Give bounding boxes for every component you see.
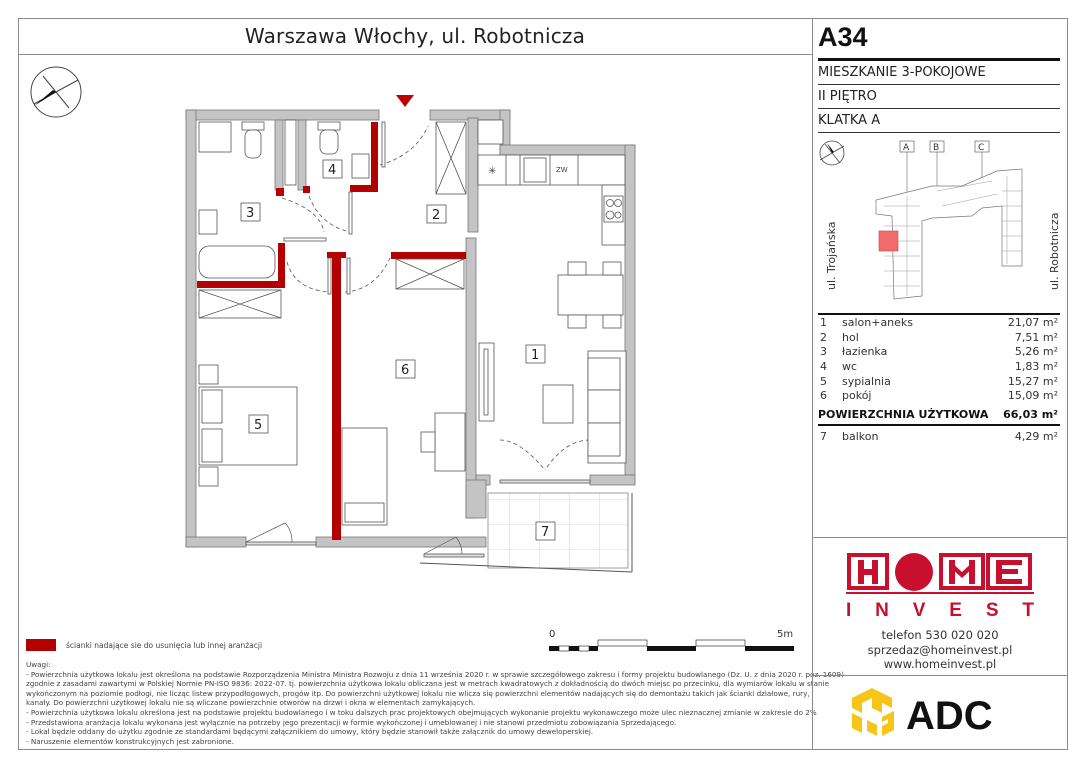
svg-text:C: C	[978, 143, 984, 153]
legend: ścianki nadające sie do usunięcia lub in…	[26, 639, 262, 651]
website-link[interactable]: www.homeinvest.pl	[883, 657, 997, 671]
scale-bar	[549, 639, 794, 652]
svg-text:2: 2	[432, 208, 440, 223]
note-line: - Przedstawiona aranżacja lokalu wykonan…	[26, 717, 677, 727]
contact-block: telefon 530 020 020 sprzedaz@homeinvest.…	[812, 628, 1068, 672]
home-invest-logo: I N V E S T	[846, 553, 1034, 621]
adc-logo: ADC	[852, 688, 993, 738]
entrance-marker-icon	[396, 95, 414, 107]
note-line: - Powierzchnia użytkowa lokalu określona…	[26, 707, 817, 717]
scale-end-label: 5m	[777, 629, 794, 640]
svg-text:ZW: ZW	[556, 166, 568, 174]
apartment-floor: II PIĘTRO	[818, 85, 1060, 109]
mini-compass-icon	[819, 140, 845, 166]
site-plan: A B C	[819, 140, 1023, 300]
divider	[818, 313, 1060, 315]
legend-text: ścianki nadające sie do usunięcia lub in…	[66, 640, 263, 650]
notes: Uwagi: - Powierzchnia użytkowa lokalu je…	[26, 660, 844, 746]
info-panel	[812, 18, 1068, 750]
header: Warszawa Włochy, ul. Robotnicza	[18, 18, 812, 55]
sheet-frame	[18, 18, 1068, 750]
note-line: - Lokal będzie oddany do użytku zgodnie …	[26, 727, 594, 737]
divider	[818, 58, 1060, 61]
removable-wall-swatch	[26, 639, 56, 651]
svg-text:1: 1	[531, 348, 539, 363]
street-right-label: ul. Robotnicza	[1048, 212, 1061, 290]
floor-plan: ✳ ZW 1 2	[185, 95, 636, 573]
apartment-type: MIESZKANIE 3-POKOJOWE	[818, 61, 1060, 85]
svg-text:7: 7	[541, 525, 549, 540]
svg-text:✳: ✳	[488, 166, 496, 177]
apartment-staircase: KLATKA A	[818, 109, 1060, 133]
note-line: - Naruszenie elementów konstrukcyjnych j…	[26, 736, 234, 746]
svg-text:4: 4	[328, 163, 336, 178]
svg-text:3: 3	[246, 206, 254, 221]
divider	[812, 537, 1068, 538]
note-line: - Powierzchnia użytkowa lokalu jest okre…	[26, 669, 844, 679]
note-line: zgodnie z zasadami zawartymi w Polskiej …	[26, 679, 829, 689]
email-link[interactable]: sprzedaz@homeinvest.pl	[867, 642, 1013, 657]
divider	[812, 675, 1068, 676]
svg-text:B: B	[933, 143, 939, 153]
notes-title: Uwagi:	[26, 660, 51, 669]
north-arrow-icon	[30, 66, 82, 118]
svg-text:I N V E S T: I N V E S T	[846, 600, 1034, 621]
apartment-location-highlight	[878, 230, 899, 252]
apartment-code: A34	[818, 22, 868, 52]
phone: telefon 530 020 020	[881, 628, 999, 642]
scale-start-label: 0	[549, 629, 556, 640]
page-title: Warszawa Włochy, ul. Robotnicza	[244, 24, 586, 48]
street-left-label: ul. Trojańska	[825, 221, 838, 290]
svg-text:5: 5	[254, 418, 262, 433]
svg-text:6: 6	[401, 363, 409, 378]
svg-text:ADC: ADC	[906, 694, 993, 738]
note-line: wykończonym na poziomie podłogi, nie lic…	[26, 688, 810, 698]
adc-cube-icon	[852, 688, 894, 736]
svg-text:A: A	[903, 143, 910, 153]
note-line: kanały. Do powierzchni użytkowej lokalu …	[26, 698, 476, 708]
